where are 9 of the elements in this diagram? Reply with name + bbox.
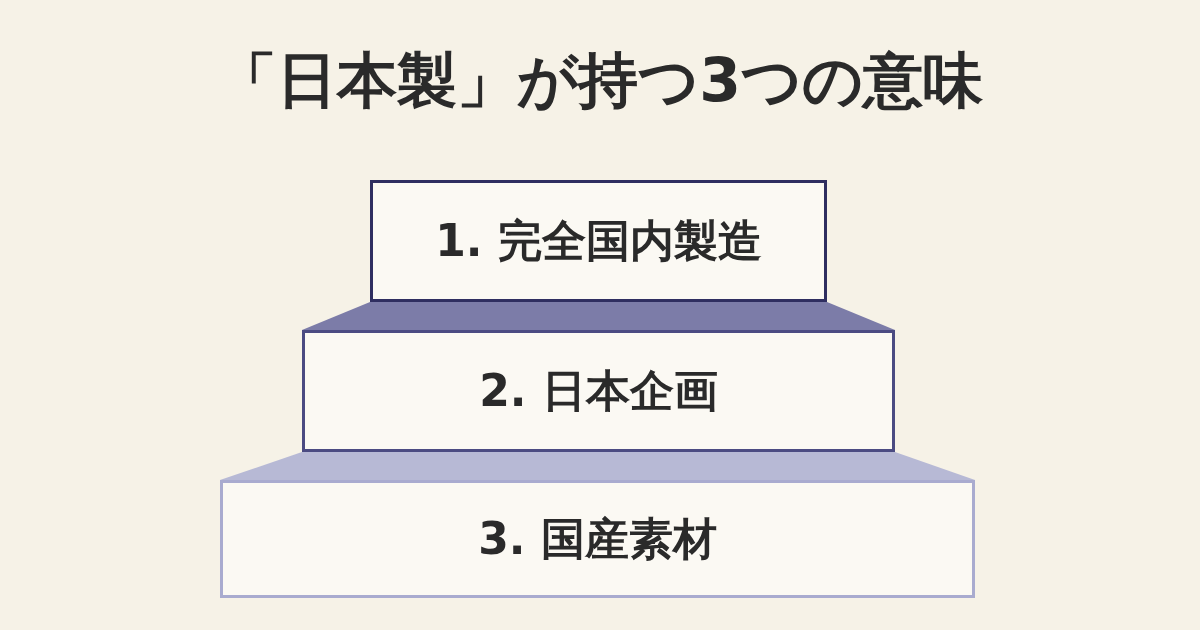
step-label: 1. 完全国内製造 (435, 213, 762, 268)
step-box (220, 480, 975, 598)
step-box (370, 180, 827, 302)
title: 「日本製」が持つ3つの意味 (216, 44, 984, 117)
step-shade (220, 452, 975, 480)
step-shade (302, 302, 895, 330)
step-box (302, 330, 895, 452)
step-label: 3. 国産素材 (478, 511, 717, 566)
step-label: 2. 日本企画 (479, 363, 718, 418)
